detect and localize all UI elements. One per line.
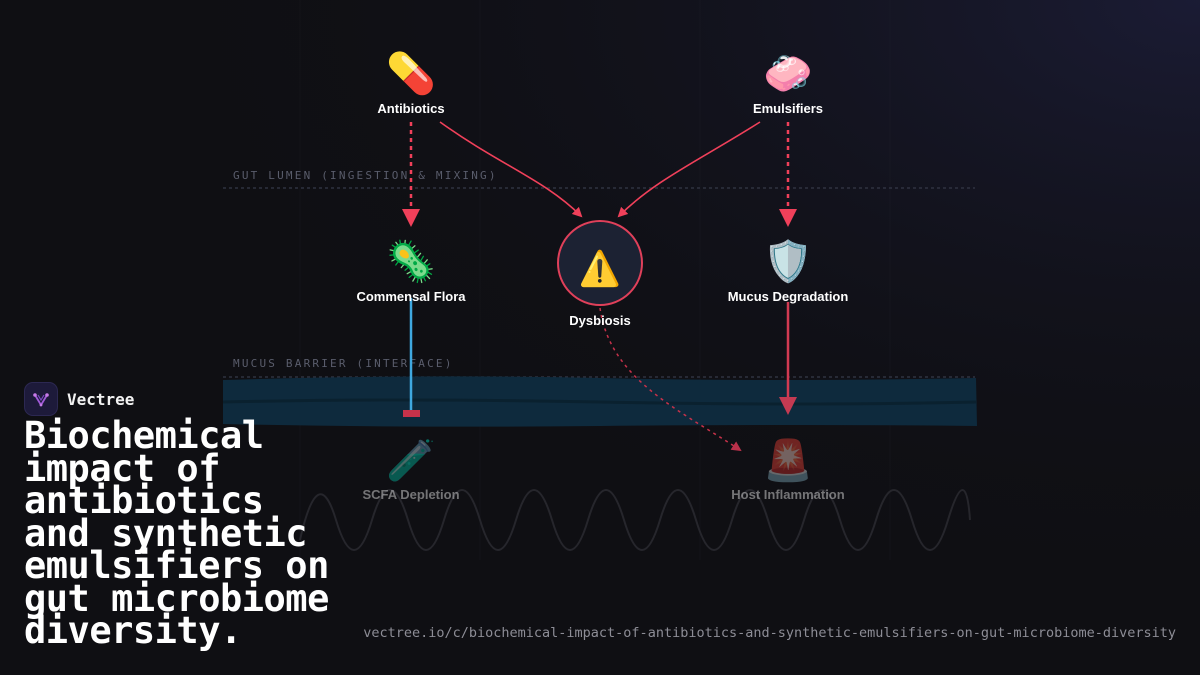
zone-label-mucus: MUCUS BARRIER (INTERFACE) <box>233 357 454 370</box>
dysbiosis-circle <box>557 220 643 306</box>
node-label-emulsifiers: Emulsifiers <box>753 101 823 116</box>
node-label-scfa: SCFA Depletion <box>362 487 459 502</box>
page-url[interactable]: vectree.io/c/biochemical-impact-of-antib… <box>363 625 1176 641</box>
soap-icon: 🧼 <box>763 52 813 96</box>
node-antibiotics: 💊 Antibiotics <box>377 49 444 116</box>
zone-label-lumen: GUT LUMEN (INGESTION & MIXING) <box>233 169 498 182</box>
shield-icon: 🛡️ <box>763 238 813 284</box>
page-title: Biochemical impact of antibiotics and sy… <box>24 414 329 652</box>
node-label-antibiotics: Antibiotics <box>377 101 444 116</box>
node-label-dysbiosis: Dysbiosis <box>569 313 630 328</box>
microbe-icon: 🦠 <box>386 238 436 284</box>
node-label-flora: Commensal Flora <box>356 289 466 304</box>
node-label-mucus: Mucus Degradation <box>728 289 849 304</box>
node-flora: 🦠 Commensal Flora <box>356 238 466 304</box>
warning-icon: ⚠️ <box>579 249 621 288</box>
node-dysbiosis: ⚠️ Dysbiosis <box>557 220 643 328</box>
test-tube-icon: 🧪 <box>386 439 436 483</box>
inhibition-bar <box>403 410 420 417</box>
brand-name: Vectree <box>67 389 135 409</box>
node-emulsifiers: 🧼 Emulsifiers <box>753 52 823 116</box>
edge-antibiotics-dysbiosis <box>439 121 583 218</box>
mucus-barrier-wave <box>222 398 977 406</box>
brand: Vectree <box>24 382 134 416</box>
epithelium-wave <box>299 489 971 551</box>
edge-emulsifiers-dysbiosis <box>617 121 761 218</box>
pill-icon: 💊 <box>386 49 436 97</box>
node-label-inflammation: Host Inflammation <box>731 487 844 502</box>
vectree-logo-icon <box>24 382 58 416</box>
siren-icon: 🚨 <box>763 437 813 483</box>
node-inflammation: 🚨 Host Inflammation <box>731 437 844 502</box>
node-scfa: 🧪 SCFA Depletion <box>362 439 459 502</box>
node-mucus-degradation: 🛡️ Mucus Degradation <box>728 238 849 304</box>
background-texture <box>299 0 891 560</box>
edge-dysbiosis-inflammation <box>599 307 742 452</box>
